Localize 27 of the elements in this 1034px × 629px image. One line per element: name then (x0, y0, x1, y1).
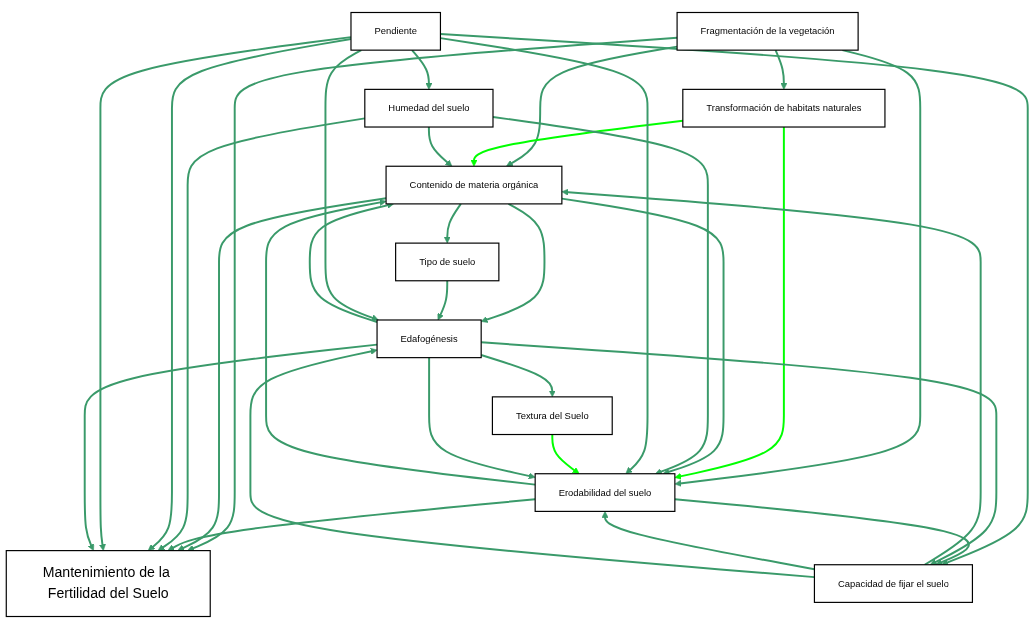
arrow (561, 188, 982, 566)
arrow (480, 202, 546, 323)
node-box: Tipo de suelo (395, 242, 500, 282)
arrow (187, 36, 679, 552)
arrow (443, 202, 462, 244)
node-box: Transformación de habitats naturales (682, 88, 886, 128)
arrow (439, 37, 649, 475)
arrow (437, 279, 449, 321)
arrow (674, 49, 922, 487)
arrow (439, 33, 1029, 566)
arrow (427, 126, 453, 167)
node-box: Pendiente (350, 11, 442, 51)
node-box: Mantenimiento de la Fertilidad del Suelo (5, 550, 211, 618)
node-box: Fragmentación de la vegetación (676, 11, 859, 51)
node-box: Erodabilidad del suelo (534, 473, 676, 512)
node-box: Capacidad de fijar el suelo (813, 564, 973, 603)
arrow (411, 49, 433, 90)
arrow (551, 433, 580, 475)
arrow (492, 116, 709, 475)
node-box: Humedad del suelo (364, 88, 494, 128)
node-box: Textura del Suelo (491, 396, 613, 436)
node-box: Contenido de materia orgánica (385, 165, 563, 205)
node-box: Edafogénesis (376, 319, 482, 359)
arrow (428, 356, 536, 480)
arrow (674, 126, 785, 480)
arrow (774, 49, 788, 90)
arrow (324, 49, 379, 322)
